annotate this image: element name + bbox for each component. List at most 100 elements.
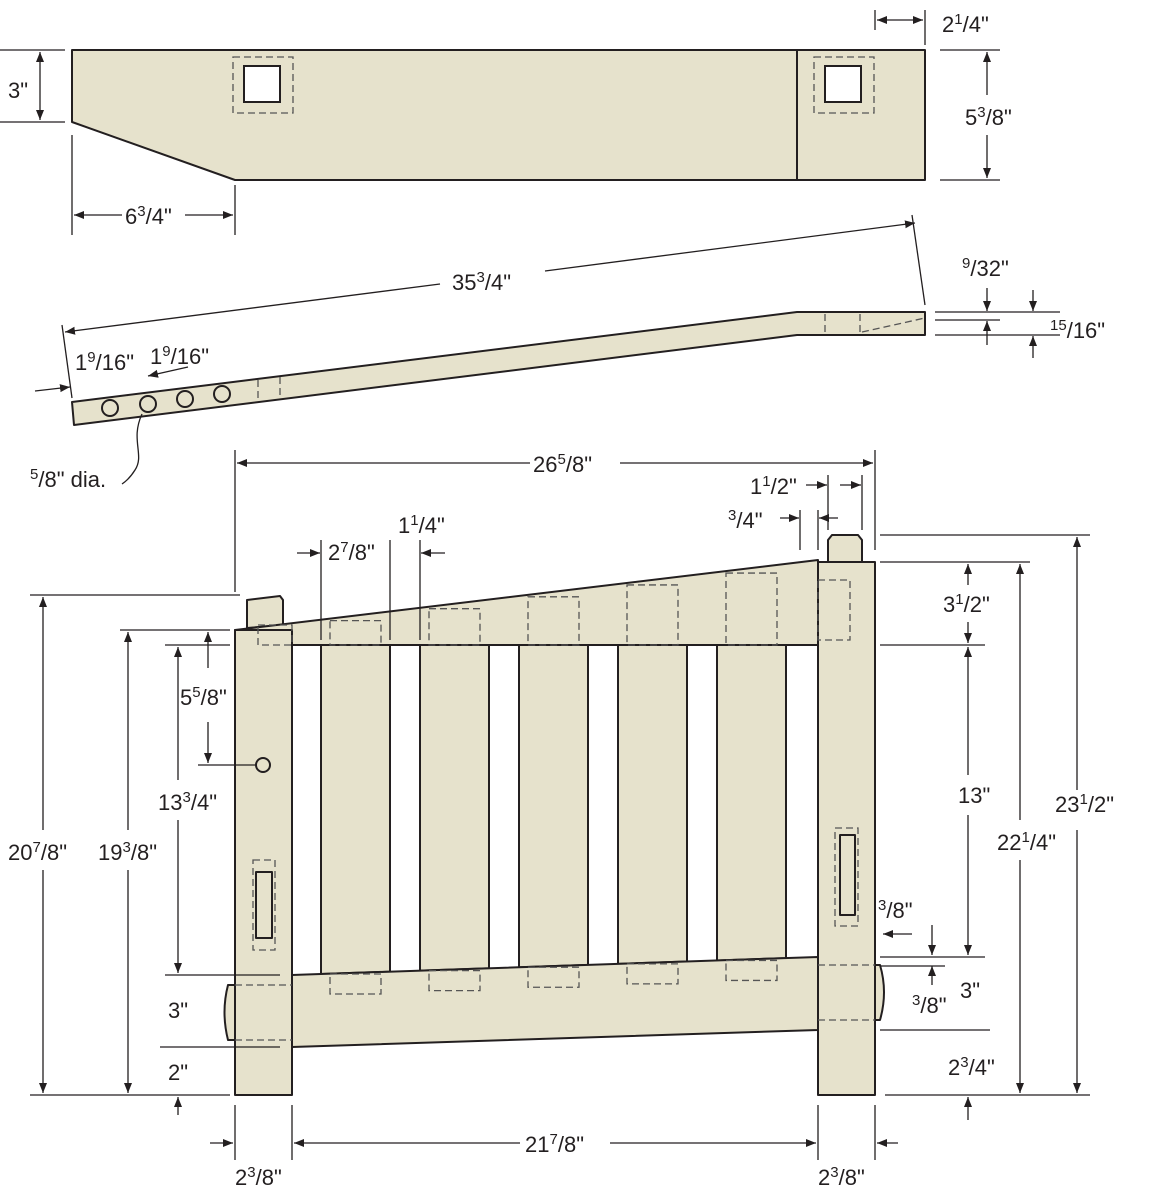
dim-whole: 3 <box>943 592 955 617</box>
right-mortise <box>839 834 856 916</box>
dim-whole: 2 <box>328 540 340 565</box>
dim-numerator: 5 <box>557 451 565 468</box>
dim-unit: " <box>987 1055 995 1080</box>
pivot-hole <box>255 757 271 773</box>
dim-denominator: 16 <box>102 350 126 375</box>
dim-unit: " <box>20 78 28 103</box>
dim-unit: " <box>164 204 172 229</box>
dim-unit: " <box>437 513 445 538</box>
dim-numerator: 1 <box>954 11 962 28</box>
dim-step: 9/32" <box>962 255 1009 281</box>
bottom-rail-tenon-left <box>223 984 236 1041</box>
dim-denominator: 4 <box>197 790 209 815</box>
dim-numerator: 1 <box>955 591 963 608</box>
dim-height: 53/8" <box>965 104 1012 130</box>
dim-numerator: 7 <box>32 839 40 856</box>
dim-slat-gap: 11/4" <box>398 512 445 538</box>
dim-whole: 1 <box>750 474 762 499</box>
dim-thickness: 15/16" <box>1050 317 1105 343</box>
dim-unit: " <box>201 344 209 369</box>
dim-denominator: 2 <box>970 592 982 617</box>
dim-denominator: 4 <box>969 12 981 37</box>
dim-right-base: 23/4" <box>948 1054 995 1080</box>
dim-whole: 1 <box>75 350 87 375</box>
dim-offset-b: 3/8" <box>912 992 947 1018</box>
gate-front-view: 265/8" 11/2" 3/4" 27/8" 11/4" 31/2" 13" … <box>8 450 1114 1190</box>
dim-denominator: 16 <box>1073 318 1097 343</box>
dim-unit: " <box>149 840 157 865</box>
bottom-rail-tenon-right <box>874 964 885 1021</box>
mortise-hole <box>243 65 281 103</box>
dim-unit: " <box>1001 256 1009 281</box>
dim-whole: 1 <box>398 513 410 538</box>
dim-denominator: 8 <box>845 1165 857 1190</box>
dim-denominator: 16 <box>177 344 201 369</box>
dim-denominator: 8 <box>992 105 1004 130</box>
dim-left-total: 207/8" <box>8 839 67 865</box>
dim-denominator: 8 <box>137 840 149 865</box>
dim-unit: " <box>503 270 511 295</box>
dim-numerator: 5 <box>192 684 200 701</box>
dim-denominator: 2 <box>777 474 789 499</box>
side-rail-part <box>71 311 926 426</box>
dim-unit: " <box>180 1060 188 1085</box>
dim-denominator: 8 <box>262 1165 274 1190</box>
dim-denominator: 4 <box>975 1055 987 1080</box>
dim-unit: " <box>972 978 980 1003</box>
dim-numerator: 1 <box>762 473 770 490</box>
dowel-hole <box>213 385 231 403</box>
dim-hole-height: 55/8" <box>180 684 227 710</box>
dim-unit: " <box>1106 792 1114 817</box>
dim-unit: " <box>180 998 188 1023</box>
dim-denominator: 8 <box>355 540 367 565</box>
dim-whole: 2 <box>168 1060 180 1085</box>
dim-denominator: 8 <box>564 1132 576 1157</box>
dim-unit: " <box>59 840 67 865</box>
dim-numerator: 9 <box>162 343 170 360</box>
bottom-mortise <box>725 959 778 982</box>
dim-whole: 5 <box>965 105 977 130</box>
left-post <box>234 629 293 1096</box>
dim-whole: 26 <box>533 452 557 477</box>
dim-tenon-offset: 11/2" <box>750 473 797 499</box>
dim-whole: 2 <box>948 1055 960 1080</box>
dim-denominator: 4 <box>491 270 503 295</box>
left-mortise <box>255 871 273 939</box>
bottom-mortise <box>626 963 679 985</box>
dim-left-post: 23/8" <box>235 1164 282 1190</box>
dim-unit: " <box>939 993 947 1018</box>
dim-whole: 19 <box>98 840 122 865</box>
dim-numerator: 9 <box>87 349 95 366</box>
dim-numerator: 1 <box>410 512 418 529</box>
dim-numerator: 3 <box>137 203 145 220</box>
dim-top-rail: 31/2" <box>943 591 990 617</box>
dowel-hole <box>101 399 119 417</box>
bottom-mortise <box>428 969 481 992</box>
dim-hole-diameter: 5/8" dia. <box>30 466 106 492</box>
dim-whole: 20 <box>8 840 32 865</box>
dim-denominator: 8 <box>207 685 219 710</box>
dim-unit: " <box>1004 105 1012 130</box>
dim-whole: 5 <box>180 685 192 710</box>
dim-overall-width: 265/8" <box>533 451 592 477</box>
dim-denominator: 8 <box>44 467 56 492</box>
dim-left-base: 2" <box>168 1060 188 1085</box>
dim-taper-length: 63/4" <box>125 203 172 229</box>
dim-numerator: 3 <box>728 507 736 524</box>
dim-left-slat-height: 133/4" <box>158 789 217 815</box>
top-mortise <box>725 572 778 646</box>
dowel-hole <box>139 395 157 413</box>
dowel-hole <box>176 390 194 408</box>
dim-denominator: 4 <box>425 513 437 538</box>
dim-denominator: 32 <box>976 256 1000 281</box>
dim-whole: 21 <box>525 1132 549 1157</box>
dim-denominator: 8 <box>926 993 938 1018</box>
dim-unit: " dia. <box>57 467 106 492</box>
dim-numerator: 3 <box>912 992 920 1009</box>
dim-unit: " <box>981 12 989 37</box>
dim-denominator: 8 <box>572 452 584 477</box>
dim-right-bottom-rail: 3" <box>960 978 980 1003</box>
dim-unit: " <box>274 1165 282 1190</box>
mortise-outline <box>232 56 294 114</box>
